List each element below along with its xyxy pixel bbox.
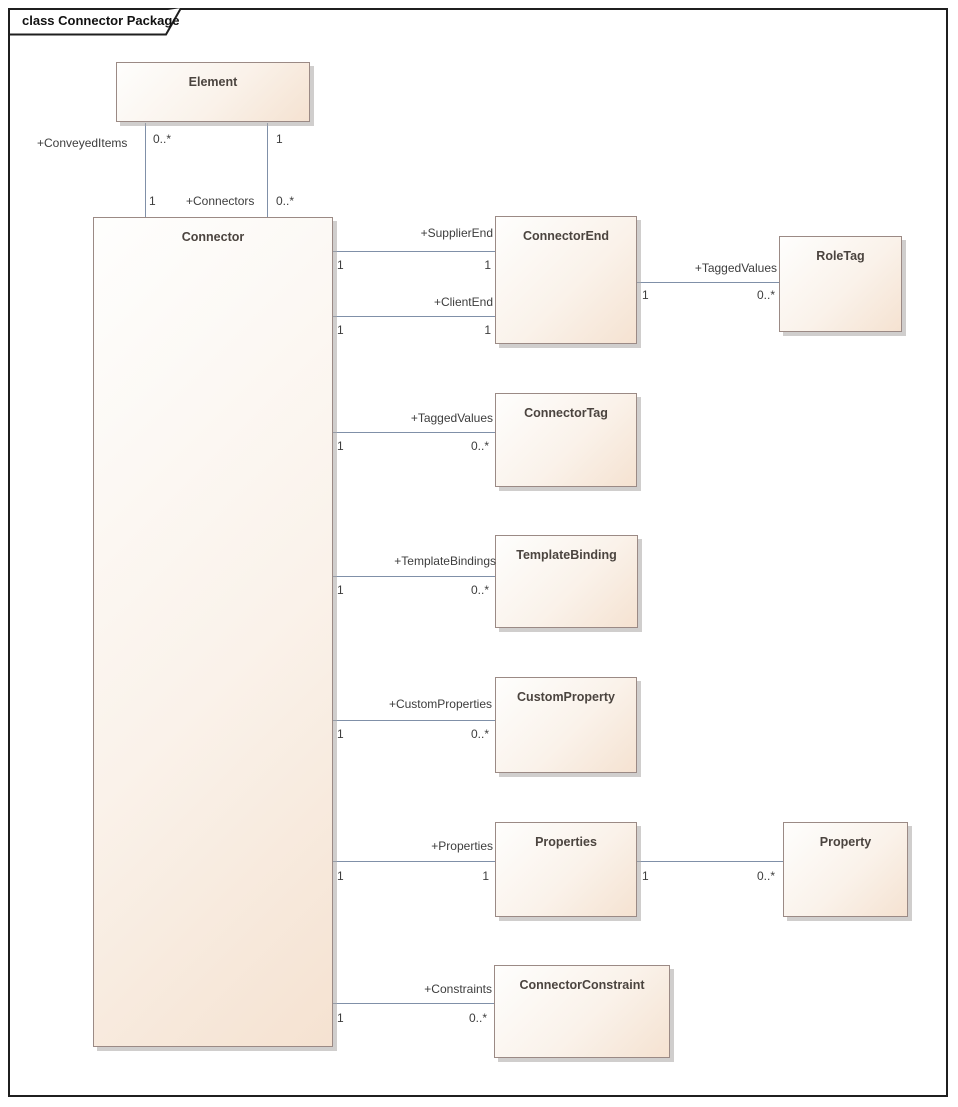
association-line-client-end[interactable] — [333, 316, 495, 317]
role-label-constraints: +Constraints — [424, 982, 492, 996]
role-label-tagged-values: +TaggedValues — [410, 411, 493, 425]
class-name: RoleTag — [816, 249, 865, 263]
class-box-custom-property[interactable]: CustomProperty — [495, 677, 637, 773]
class-box-role-tag[interactable]: RoleTag — [779, 236, 902, 332]
multiplicity-label: 0..* — [468, 1011, 487, 1025]
class-name: ConnectorTag — [524, 406, 608, 420]
association-line-supplier-end[interactable] — [333, 251, 495, 252]
class-name: ConnectorEnd — [522, 229, 610, 243]
association-line-connectors[interactable] — [267, 123, 268, 217]
association-line-conveyed-items[interactable] — [145, 123, 146, 217]
role-label-properties: +Properties — [431, 839, 493, 853]
multiplicity-label: 1 — [484, 258, 491, 272]
multiplicity-label: 0..* — [276, 194, 295, 208]
role-label-supplier-end: +SupplierEnd — [420, 226, 493, 240]
class-box-element[interactable]: Element — [116, 62, 310, 122]
class-name: Element — [188, 75, 238, 89]
multiplicity-label: 1 — [337, 869, 344, 883]
multiplicity-label: 1 — [484, 323, 491, 337]
role-label-connectors: +Connectors — [186, 194, 255, 208]
multiplicity-label: 1 — [149, 194, 156, 208]
role-label-custom-properties: +CustomProperties — [388, 697, 492, 711]
class-name: TemplateBinding — [516, 548, 617, 562]
diagram-title: class Connector Package — [22, 13, 180, 28]
role-label-template-bindings: +TemplateBindings — [394, 554, 496, 568]
class-box-template-binding[interactable]: TemplateBinding — [495, 535, 638, 628]
multiplicity-label: 1 — [337, 727, 344, 741]
association-line-template-bindings[interactable] — [333, 576, 495, 577]
multiplicity-label: 0..* — [756, 869, 775, 883]
class-box-property[interactable]: Property — [783, 822, 908, 917]
multiplicity-label: 1 — [337, 1011, 344, 1025]
class-box-connector-end[interactable]: ConnectorEnd — [495, 216, 637, 344]
multiplicity-label: 0..* — [470, 583, 489, 597]
role-label-role-tagged-values: +TaggedValues — [694, 261, 777, 275]
multiplicity-label: 1 — [337, 439, 344, 453]
role-label-conveyed-items: +ConveyedItems — [37, 136, 128, 150]
multiplicity-label: 1 — [482, 869, 489, 883]
multiplicity-label: 1 — [642, 288, 649, 302]
role-label-client-end: +ClientEnd — [433, 295, 493, 309]
multiplicity-label: 0..* — [470, 727, 489, 741]
multiplicity-label: 1 — [337, 583, 344, 597]
class-name: ConnectorConstraint — [519, 978, 645, 992]
association-line-tagged-values[interactable] — [333, 432, 495, 433]
class-name: CustomProperty — [517, 690, 615, 704]
multiplicity-label: 0..* — [153, 132, 172, 146]
class-box-properties[interactable]: Properties — [495, 822, 637, 917]
multiplicity-label: 0..* — [470, 439, 489, 453]
class-box-connector-constraint[interactable]: ConnectorConstraint — [494, 965, 670, 1058]
multiplicity-label: 1 — [276, 132, 283, 146]
diagram-frame-tab: class Connector Package — [8, 8, 184, 36]
multiplicity-label: 1 — [642, 869, 649, 883]
association-line-properties[interactable] — [333, 861, 495, 862]
class-name: Connector — [181, 230, 245, 244]
association-line-role-tagged-values[interactable] — [637, 282, 779, 283]
class-name: Property — [819, 835, 872, 849]
frame-tab-shape — [8, 8, 182, 36]
multiplicity-label: 1 — [337, 323, 344, 337]
class-box-connector-tag[interactable]: ConnectorTag — [495, 393, 637, 487]
association-line-property[interactable] — [637, 861, 783, 862]
association-line-custom-properties[interactable] — [333, 720, 495, 721]
multiplicity-label: 1 — [337, 258, 344, 272]
class-name: Properties — [535, 835, 597, 849]
association-line-constraints[interactable] — [333, 1003, 494, 1004]
multiplicity-label: 0..* — [756, 288, 775, 302]
class-box-connector[interactable]: Connector — [93, 217, 333, 1047]
